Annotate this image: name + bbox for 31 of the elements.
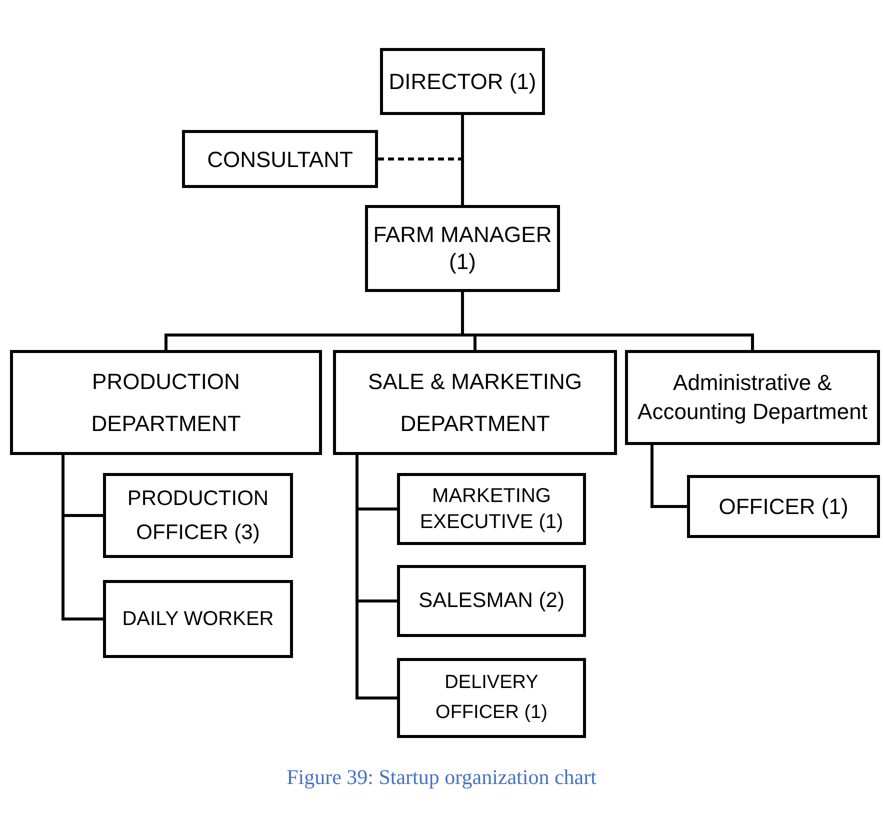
org-box — [625, 350, 880, 445]
connector-line — [461, 292, 754, 350]
org-box — [182, 130, 378, 188]
connector-line — [461, 115, 464, 205]
box-label: PRODUCTION DEPARTMENT — [90, 368, 242, 438]
box-label: SALESMAN (2) — [418, 588, 564, 614]
org-box — [365, 205, 560, 292]
box-label: PRODUCTION OFFICER (3) — [126, 486, 270, 546]
connector-line — [356, 455, 397, 700]
caption: Figure 39: Startup organization chart — [286, 764, 596, 791]
box-label: Administrative & Accounting Department — [636, 368, 868, 426]
box-label: SALE & MARKETING DEPARTMENT — [367, 368, 583, 438]
org-box — [397, 565, 586, 637]
org-box — [103, 580, 293, 658]
box-label: DELIVERY OFFICER (1) — [434, 670, 548, 725]
org-box — [397, 658, 586, 738]
box-label: OFFICER (1) — [718, 493, 848, 521]
box-label: MARKETING EXECUTIVE (1) — [418, 484, 564, 535]
org-box — [10, 350, 322, 455]
box-label: DAILY WORKER — [122, 607, 274, 632]
box-label: CONSULTANT — [207, 146, 353, 174]
org-box — [380, 48, 545, 115]
org-box — [333, 350, 617, 455]
org-box — [397, 473, 586, 545]
connector-line — [650, 445, 687, 508]
box-label: DIRECTOR (1) — [388, 68, 536, 96]
org-box — [687, 475, 880, 538]
dashed-connector — [378, 158, 463, 160]
connector-line — [62, 455, 103, 620]
box-label: FARM MANAGER (1) — [372, 222, 553, 275]
org-box — [103, 473, 293, 558]
